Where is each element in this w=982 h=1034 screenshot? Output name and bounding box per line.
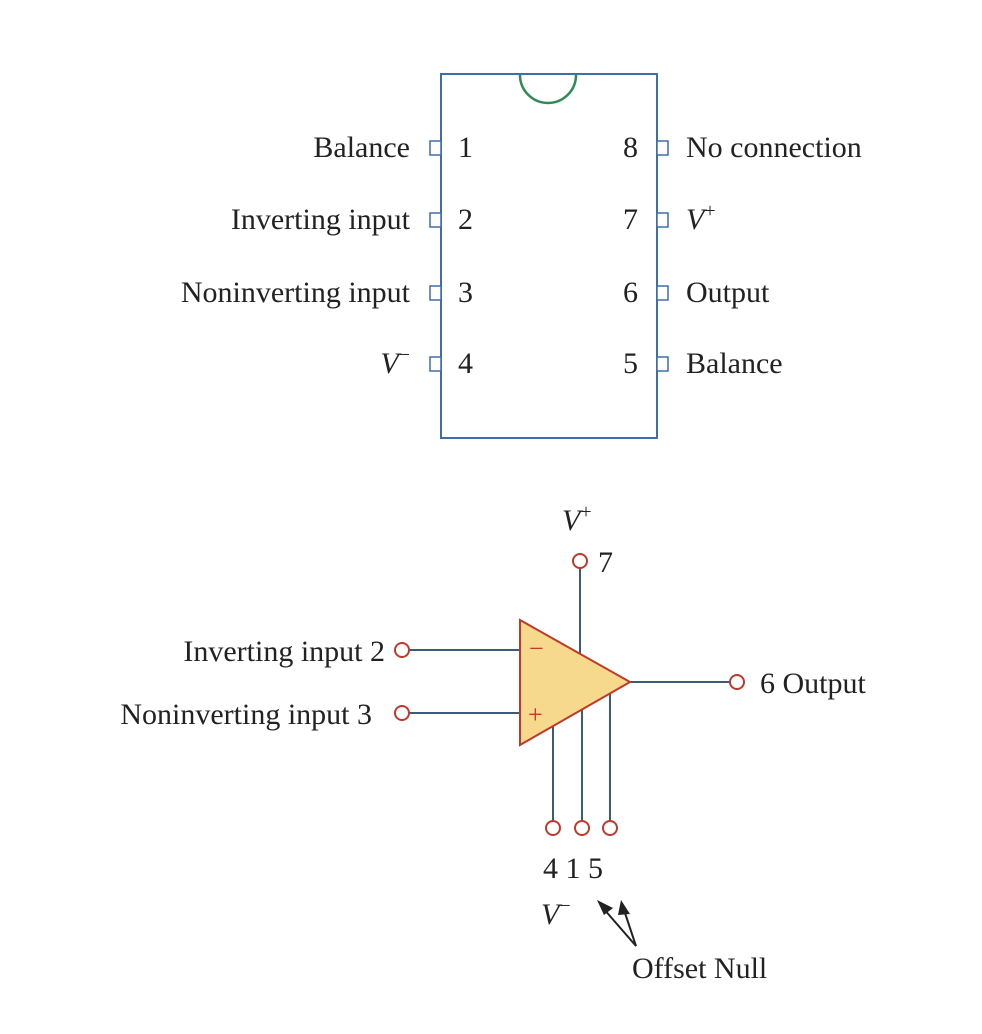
inverting-label: Inverting input 2 (183, 635, 385, 668)
terminal-2 (394, 642, 410, 658)
pin-label-vminus: V− (380, 344, 410, 380)
pin-square (656, 285, 669, 301)
output-num: 6 (760, 667, 775, 700)
vminus-label: V− (541, 895, 571, 931)
pin-square (429, 356, 442, 372)
pin-number: 3 (458, 276, 473, 309)
v-letter: V (541, 898, 563, 931)
v-superscript: − (559, 895, 570, 917)
dip-package: Balance 1 Inverting input 2 Noninverting… (181, 73, 862, 439)
pin-label-vplus: V+ (686, 200, 716, 236)
pin-left-4: V− 4 (380, 344, 473, 380)
pin-number: 4 (458, 347, 473, 380)
pin-label: No connection (686, 131, 862, 164)
v-superscript: − (399, 344, 410, 366)
offset-null-label: Offset Null (632, 952, 767, 985)
pin-number: 6 (623, 276, 638, 309)
v-letter: V (562, 504, 584, 537)
pin-square (656, 140, 669, 156)
pin-right-8: 8 No connection (623, 131, 862, 164)
vplus-label: V+ (562, 501, 592, 537)
chip-body (440, 73, 658, 439)
pin-right-6: 6 Output (623, 276, 770, 309)
pin-label: Balance (686, 347, 783, 380)
terminal-6 (729, 674, 745, 690)
pin-right-5: 5 Balance (623, 347, 783, 380)
pin-square (429, 140, 442, 156)
pin-number: 8 (623, 131, 638, 164)
pin-square (429, 212, 442, 228)
plus-sign: + (528, 700, 543, 729)
noninverting-label: Noninverting input 3 (120, 698, 372, 731)
pin-label: Balance (313, 131, 410, 164)
bottom-pin-numbers: 4 1 5 (543, 852, 603, 885)
v-superscript: + (704, 200, 715, 222)
terminal-4 (545, 820, 561, 836)
terminal-1 (574, 820, 590, 836)
pin-left-3: Noninverting input 3 (181, 276, 473, 309)
inverting-text: Inverting input (183, 635, 363, 668)
pin-square (429, 285, 442, 301)
pin-number: 7 (623, 203, 638, 236)
terminal-7 (572, 553, 588, 569)
terminal-5 (602, 820, 618, 836)
pin-number: 2 (458, 203, 473, 236)
output-text: Output (783, 667, 867, 700)
noninverting-num: 3 (357, 698, 372, 731)
pin7-number: 7 (598, 546, 613, 579)
minus-sign: − (529, 634, 544, 663)
offset-null-arrows (597, 900, 637, 947)
pin-left-2: Inverting input 2 (231, 203, 473, 236)
output-label: 6 Output (760, 667, 867, 700)
v-letter: V (380, 347, 402, 380)
pin-square (656, 212, 669, 228)
pin-square (656, 356, 669, 372)
pin-label: Noninverting input (181, 276, 411, 309)
pin-left-1: Balance 1 (313, 131, 473, 164)
pin-label: Output (686, 276, 770, 309)
pin-right-7: 7 V+ (623, 200, 716, 236)
pin-label: Inverting input (231, 203, 411, 236)
v-superscript: + (580, 501, 591, 523)
pin-number: 1 (458, 131, 473, 164)
opamp-symbol: V+ 7 − + Inverting input 2 Noninverting … (120, 501, 866, 985)
inverting-num: 2 (370, 635, 385, 668)
noninverting-text: Noninverting input (120, 698, 350, 731)
pin-number: 5 (623, 347, 638, 380)
opamp-triangle (519, 618, 633, 747)
chip-notch (518, 74, 578, 105)
v-letter: V (686, 203, 708, 236)
terminal-3 (394, 705, 410, 721)
